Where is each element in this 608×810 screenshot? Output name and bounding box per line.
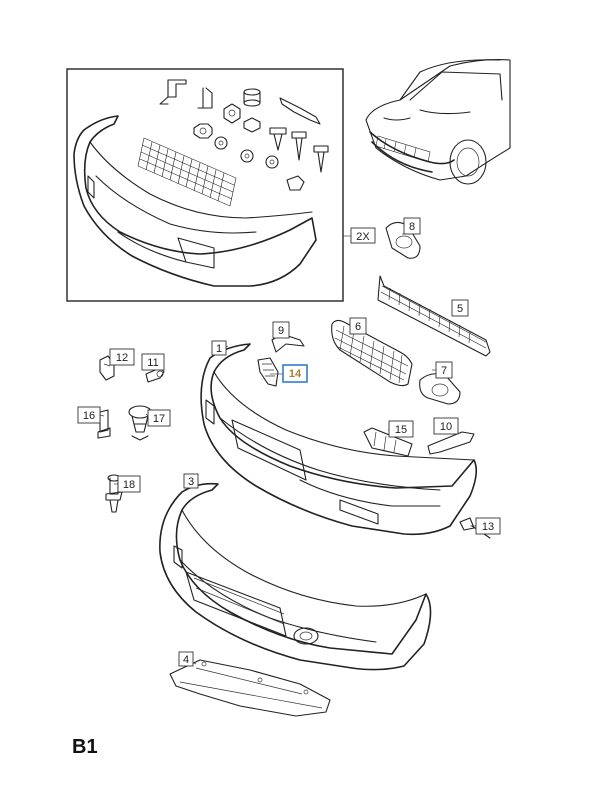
svg-text:6: 6: [355, 321, 361, 333]
svg-text:7: 7: [441, 365, 447, 377]
callout-16: 16: [77, 406, 101, 424]
part-lower-grille: [377, 275, 491, 357]
svg-text:4: 4: [183, 654, 189, 666]
svg-text:13: 13: [482, 521, 494, 533]
svg-text:15: 15: [395, 424, 407, 436]
inset-frame: [66, 68, 344, 302]
svg-text:8: 8: [409, 221, 415, 233]
svg-text:5: 5: [457, 303, 463, 315]
svg-text:14: 14: [289, 368, 302, 380]
svg-text:2X: 2X: [356, 231, 370, 243]
svg-text:12: 12: [116, 352, 128, 364]
callout-8: 8: [403, 217, 421, 235]
leader-lines: [95, 233, 476, 665]
callout-13: 13: [475, 517, 501, 535]
svg-text:17: 17: [153, 413, 165, 425]
svg-text:18: 18: [123, 479, 135, 491]
callout-5: 5: [451, 299, 469, 317]
part-bracket-10: [427, 431, 475, 455]
svg-text:9: 9: [278, 325, 284, 337]
part-fog-bezel-upper: [385, 221, 421, 259]
callout-14: 14: [282, 364, 308, 383]
part-bracket-15: [363, 427, 413, 457]
part-pin-16: [97, 409, 111, 439]
callout-12: 12: [109, 348, 135, 366]
callout-7: 7: [435, 361, 453, 379]
callout-18: 18: [117, 475, 141, 493]
callout-4: 4: [178, 651, 194, 667]
callout-1: 1: [211, 340, 227, 356]
part-bumper-upper: [200, 343, 478, 536]
svg-text:16: 16: [83, 410, 95, 422]
part-fog-bezel-lower: [419, 373, 461, 405]
part-bumper-cover: [159, 482, 432, 671]
callout-11: 11: [141, 353, 165, 371]
car-thumbnail: [365, 59, 511, 185]
callout-3: 3: [183, 473, 199, 489]
callout-2x: 2X: [350, 227, 376, 244]
inset-hardware: [159, 79, 329, 191]
callout-6: 6: [349, 317, 367, 335]
part-undertray: [169, 659, 331, 717]
page-label: B1: [72, 736, 98, 758]
part-clip-12: [99, 355, 115, 381]
svg-text:10: 10: [440, 421, 452, 433]
callout-10: 10: [433, 417, 459, 435]
callout-17: 17: [147, 409, 171, 427]
svg-text:3: 3: [188, 476, 194, 488]
part-guide: [257, 357, 279, 387]
svg-text:1: 1: [216, 343, 222, 355]
callout-15: 15: [388, 420, 414, 438]
inset-bumper: [73, 115, 317, 287]
callout-9: 9: [272, 321, 290, 339]
part-mesh-panel: [331, 319, 413, 387]
svg-text:11: 11: [147, 357, 158, 369]
